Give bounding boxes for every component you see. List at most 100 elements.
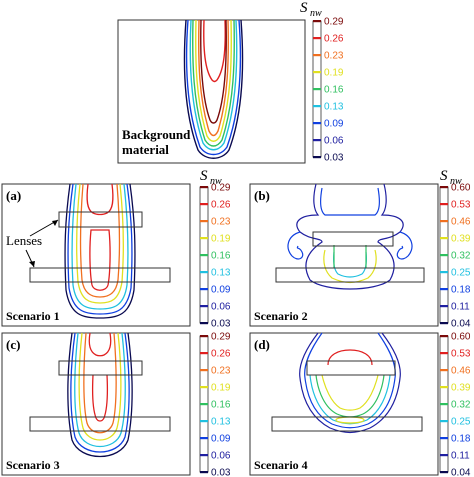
- colorbar-tick-label: 0.29: [211, 332, 231, 343]
- colorbar-swatch: [200, 203, 208, 206]
- panel-b: (b) Scenario 2 0.60 0.53 0.46 0.39 0.32 0.25 0…: [249, 168, 471, 330]
- lens-lower: [271, 416, 423, 432]
- contour-level-0.16: [192, 19, 235, 147]
- colorbar-swatch: [313, 71, 321, 74]
- colorbar-title: S: [300, 0, 308, 16]
- background-label-line1: Background: [122, 127, 191, 142]
- colorbar-swatch: [200, 471, 208, 474]
- arrowhead: [52, 220, 58, 226]
- contour-core-0.53: [327, 349, 373, 366]
- contour-level-0.23: [197, 19, 230, 137]
- lens-upper: [58, 211, 143, 228]
- colorbar-tick-label: 0.26: [211, 349, 231, 360]
- background-label-line2: material: [122, 142, 169, 157]
- colorbar-swatch: [200, 271, 208, 274]
- panel-letter: (b): [254, 188, 270, 203]
- panel-frame: [249, 332, 439, 476]
- colorbar-c: 0.290.260.230.190.160.130.090.060.03: [199, 332, 231, 477]
- contour-level-0.29: [89, 229, 111, 291]
- colorbar-tick-label: 0.29: [324, 17, 344, 28]
- colorbar-swatch: [200, 305, 208, 308]
- panel-frame: [1, 183, 191, 327]
- colorbar-tick-label: 0.16: [324, 85, 344, 96]
- colorbar-swatch: [200, 322, 208, 325]
- contour-level-0.23: [83, 332, 117, 434]
- colorbar-tick-label: 0.16: [211, 400, 231, 411]
- colorbar-tick-label: 0.25: [451, 417, 471, 428]
- contour-level-0.13: [189, 19, 238, 151]
- colorbar-tick-label: 0.46: [451, 366, 471, 377]
- contour-outer: [296, 183, 404, 290]
- lens-lower: [29, 267, 171, 283]
- contour-core: [333, 251, 367, 278]
- colorbar-tick-label: 0.13: [324, 102, 344, 113]
- lens-lower: [29, 416, 171, 432]
- colorbar-swatch: [200, 420, 208, 423]
- contour-level-0.26: [203, 19, 226, 83]
- colorbar-swatch: [440, 386, 448, 389]
- colorbar-tick-label: 0.25: [451, 268, 471, 279]
- colorbar-tick-label: 0.53: [451, 200, 471, 211]
- colorbar-tick-label: 0.23: [211, 217, 231, 228]
- colorbar-swatch: [440, 352, 448, 355]
- colorbar-tick-label: 0.39: [451, 234, 471, 245]
- colorbar-tick-label: 0.60: [451, 332, 471, 343]
- contour-level-0.23: [79, 183, 121, 298]
- colorbar-tick-label: 0.09: [324, 119, 344, 130]
- scenario-label: Scenario 3: [6, 458, 60, 472]
- colorbar-d: 0.600.530.460.390.320.250.180.110.04: [439, 332, 471, 477]
- colorbar-swatch: [200, 335, 208, 338]
- colorbar-swatch: [313, 37, 321, 40]
- contour-mid: [323, 249, 377, 284]
- contour-level-0.13: [74, 332, 126, 447]
- colorbar-swatch: [200, 369, 208, 372]
- panel-frame: [117, 19, 306, 164]
- colorbar-title: S: [200, 168, 208, 184]
- plume-contours: [64, 183, 136, 319]
- colorbar-swatch: [200, 454, 208, 457]
- plume-contours: [287, 183, 413, 290]
- contour-curl-left: [287, 231, 304, 260]
- scenario-label: Scenario 2: [254, 309, 308, 323]
- colorbar-swatch: [440, 305, 448, 308]
- colorbar-tick-label: 0.60: [451, 183, 471, 194]
- panel-d: (d) Scenario 4 0.600.530.460.390.320.250…: [249, 332, 471, 477]
- contour-level-0.26: [86, 183, 114, 216]
- colorbar-tick-label: 0.03: [211, 468, 231, 477]
- lens-upper: [306, 360, 396, 376]
- colorbar-swatch: [200, 220, 208, 223]
- colorbar-swatch: [440, 203, 448, 206]
- colorbar-tick-label: 0.23: [211, 366, 231, 377]
- colorbar-tick-label: 0.29: [211, 183, 231, 194]
- colorbar-tick-label: 0.32: [451, 251, 471, 262]
- contour-level-0.19: [195, 19, 232, 142]
- colorbar-swatch: [200, 237, 208, 240]
- panel-letter: (a): [6, 188, 21, 203]
- colorbar-tick-label: 0.23: [324, 51, 344, 62]
- colorbar-title-sub: nw: [310, 8, 322, 19]
- colorbar-top: 0.290.260.230.190.160.130.090.060.03: [312, 17, 344, 164]
- contour-curl-right: [396, 231, 413, 260]
- colorbar-swatch: [440, 335, 448, 338]
- colorbar-tick-label: 0.13: [211, 417, 231, 428]
- colorbar-tick-label: 0.39: [451, 383, 471, 394]
- colorbar-swatch: [200, 186, 208, 189]
- colorbar-swatch: [440, 420, 448, 423]
- colorbar-tick-label: 0.06: [211, 451, 231, 462]
- colorbar-tick-label: 0.46: [451, 217, 471, 228]
- contour-level-0.25: [309, 374, 391, 425]
- colorbar-tick-label: 0.11: [451, 302, 470, 313]
- panel-frame: [249, 183, 439, 327]
- colorbar-tick-label: 0.09: [211, 285, 231, 296]
- colorbar-swatch: [313, 156, 321, 159]
- colorbar-tick-label: 0.06: [211, 302, 231, 313]
- colorbar-swatch: [440, 471, 448, 474]
- colorbar-swatch: [440, 186, 448, 189]
- colorbar-tick-label: 0.53: [451, 349, 471, 360]
- contour-level-0.29: [91, 374, 109, 422]
- colorbar-tick-label: 0.32: [451, 400, 471, 411]
- plume-contours: [299, 332, 401, 434]
- colorbar-swatch: [313, 20, 321, 23]
- contour-outer: [299, 332, 401, 434]
- colorbar-swatch: [200, 352, 208, 355]
